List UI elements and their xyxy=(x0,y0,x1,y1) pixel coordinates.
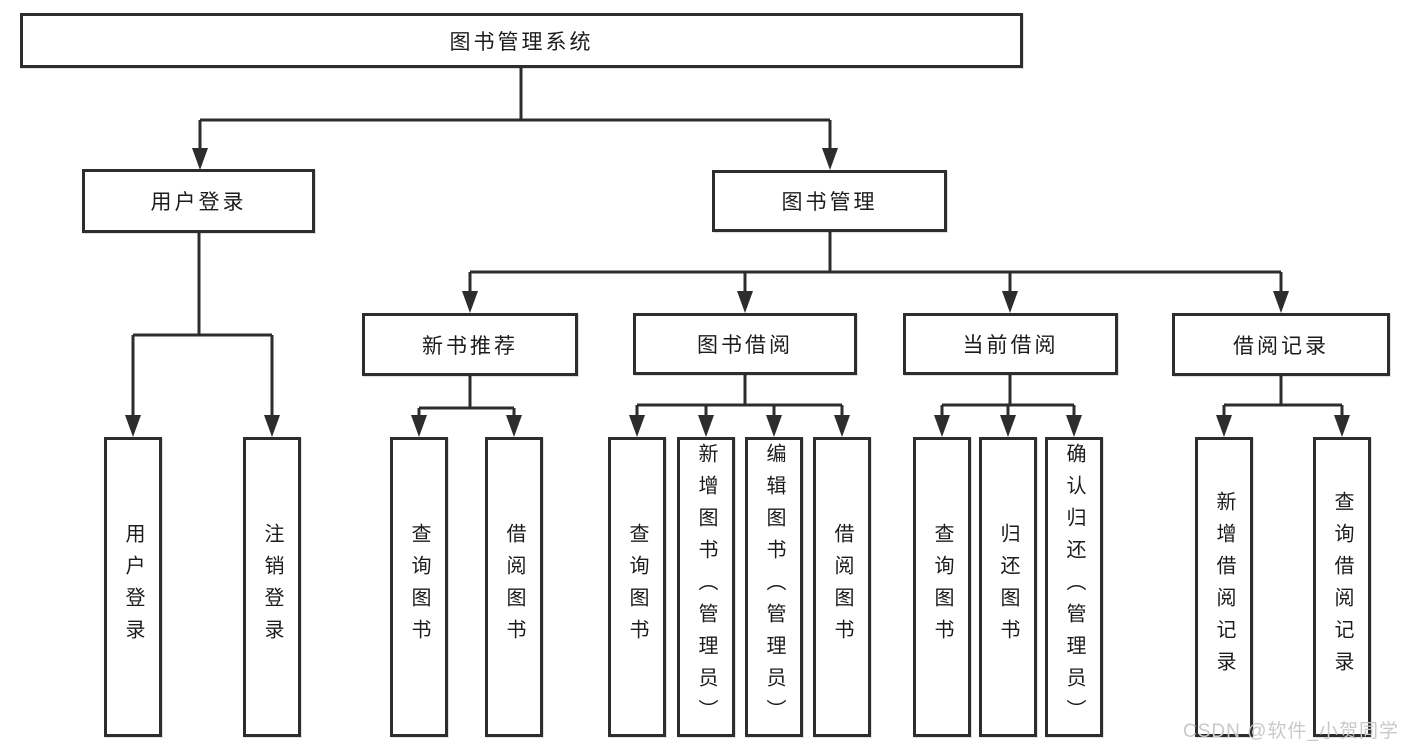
leaf-borrow-edit-books-admin: 编辑图书（管理员） xyxy=(745,437,803,737)
leaf-borrow-add-books-admin: 新增图书（管理员） xyxy=(677,437,735,737)
leaf-records-add-record: 新增借阅记录 xyxy=(1195,437,1253,737)
leaf-recommend-borrow-books-label: 借阅图书 xyxy=(503,523,525,651)
leaf-current-confirm-return-admin: 确认归还（管理员） xyxy=(1045,437,1103,737)
leaf-recommend-query-books: 查询图书 xyxy=(390,437,448,737)
leaf-borrow-add-books-admin-label: 新增图书（管理员） xyxy=(695,443,717,731)
node-new-book-recommend: 新书推荐 xyxy=(362,313,578,376)
node-root: 图书管理系统 xyxy=(20,13,1023,68)
leaf-borrow-borrow-books-label: 借阅图书 xyxy=(831,523,853,651)
leaf-records-query-record: 查询借阅记录 xyxy=(1313,437,1371,737)
leaf-logout: 注销登录 xyxy=(243,437,301,737)
node-book-borrow: 图书借阅 xyxy=(633,313,857,375)
leaf-current-confirm-return-admin-label: 确认归还（管理员） xyxy=(1063,443,1085,731)
leaf-user-login: 用户登录 xyxy=(104,437,162,737)
node-user-login-group: 用户登录 xyxy=(82,169,315,233)
leaf-recommend-query-books-label: 查询图书 xyxy=(408,523,430,651)
leaf-records-add-record-label: 新增借阅记录 xyxy=(1213,491,1235,683)
leaf-logout-label: 注销登录 xyxy=(261,523,283,651)
leaf-recommend-borrow-books: 借阅图书 xyxy=(485,437,543,737)
node-book-management: 图书管理 xyxy=(712,170,947,232)
leaf-records-query-record-label: 查询借阅记录 xyxy=(1331,491,1353,683)
leaf-current-query-books: 查询图书 xyxy=(913,437,971,737)
leaf-borrow-edit-books-admin-label: 编辑图书（管理员） xyxy=(763,443,785,731)
leaf-borrow-borrow-books: 借阅图书 xyxy=(813,437,871,737)
node-borrow-records: 借阅记录 xyxy=(1172,313,1390,376)
node-current-borrow: 当前借阅 xyxy=(903,313,1118,375)
leaf-current-return-books-label: 归还图书 xyxy=(997,523,1019,651)
leaf-borrow-query-books-label: 查询图书 xyxy=(626,523,648,651)
leaf-borrow-query-books: 查询图书 xyxy=(608,437,666,737)
leaf-current-return-books: 归还图书 xyxy=(979,437,1037,737)
leaf-current-query-books-label: 查询图书 xyxy=(931,523,953,651)
watermark: CSDN @软件_小贺同学 xyxy=(1183,721,1399,742)
leaf-user-login-label: 用户登录 xyxy=(122,523,144,651)
